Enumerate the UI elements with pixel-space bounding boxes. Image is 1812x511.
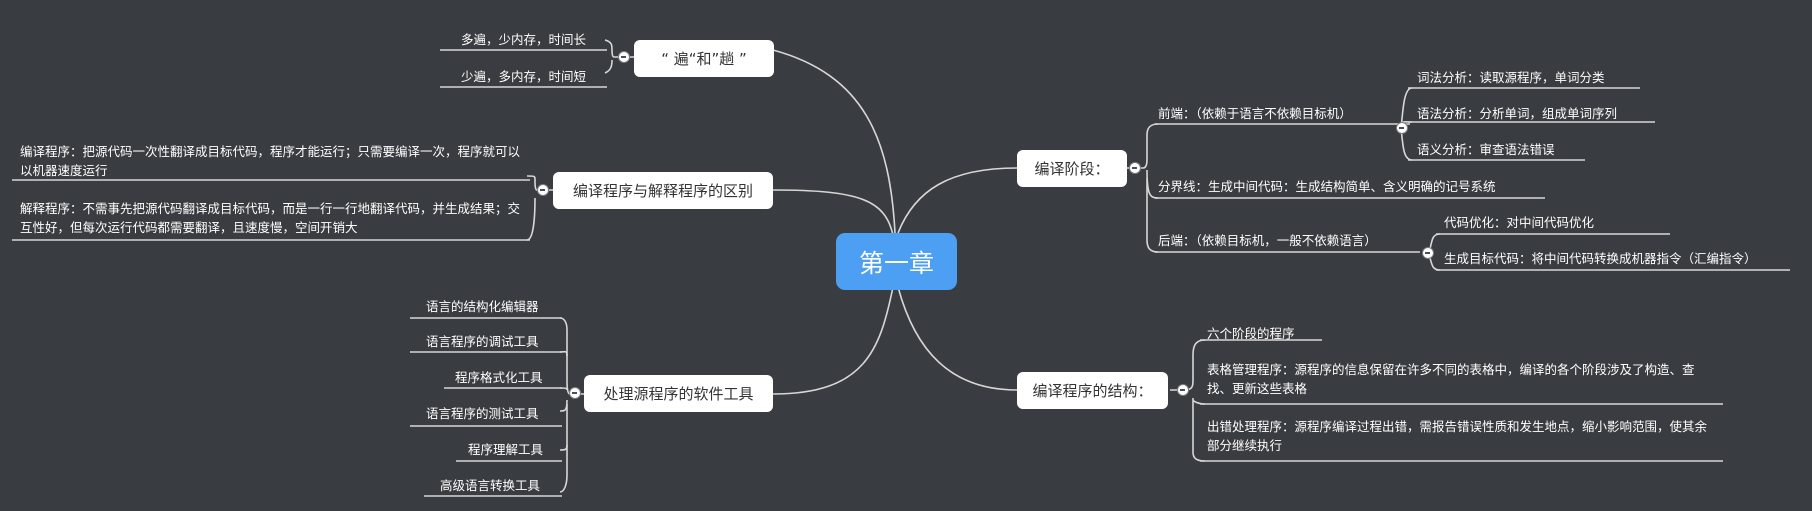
leaf-tool-2: 语言程序的调试工具 bbox=[426, 334, 539, 349]
collapse-toggle-icon[interactable] bbox=[1422, 247, 1434, 259]
leaf-table-management: 表格管理程序：源程序的信息保留在许多不同的表格中，编译的各个阶段涉及了构造、查找… bbox=[1207, 362, 1695, 396]
branch-compiler-structure[interactable]: 编译程序的结构： bbox=[1017, 372, 1168, 409]
leaf-lexical-analysis: 词法分析：读取源程序，单词分类 bbox=[1417, 70, 1605, 85]
leaf-error-handling: 出错处理程序：源程序编译过程出错，需报告错误性质和发生地点，缩小影响范围，使其余… bbox=[1207, 419, 1708, 453]
leaf-bian-tang-2: 少遍，多内存，时间短 bbox=[461, 69, 587, 84]
branch-software-tools[interactable]: 处理源程序的软件工具 bbox=[584, 375, 773, 412]
leaf-tool-6: 高级语言转换工具 bbox=[440, 478, 541, 493]
leaf-six-phases: 六个阶段的程序 bbox=[1207, 326, 1295, 341]
link-root-tools bbox=[772, 286, 894, 395]
leaf-tool-5: 程序理解工具 bbox=[468, 442, 544, 457]
leaf-backend: 后端：（依赖目标机，一般不依赖语言） bbox=[1158, 233, 1377, 248]
leaf-interpreter-definition: 解释程序：不需事先把源代码翻译成目标代码，而是一行一行地翻译代码，并生成结果；交… bbox=[20, 201, 521, 235]
branch-compile-phases[interactable]: 编译阶段： bbox=[1017, 150, 1127, 187]
collapse-toggle-icon[interactable] bbox=[1177, 384, 1189, 396]
leaf-semantic-analysis: 语义分析：审查语法错误 bbox=[1417, 142, 1555, 157]
leaf-boundary: 分界线：生成中间代码：生成结构简单、含义明确的记号系统 bbox=[1158, 179, 1496, 194]
leaf-frontend: 前端：（依赖于语言不依赖目标机） bbox=[1158, 106, 1352, 121]
link-root-phases bbox=[897, 167, 1018, 234]
link-root-bian bbox=[772, 49, 896, 234]
leaf-tool-1: 语言的结构化编辑器 bbox=[426, 299, 539, 314]
leaf-compiler-definition: 编译程序：把源代码一次性翻译成目标代码，程序才能运行；只需要编译一次，程序就可以… bbox=[20, 144, 521, 178]
root-node[interactable]: 第一章 bbox=[836, 233, 957, 290]
link-root-compiler bbox=[772, 189, 894, 236]
collapse-toggle-icon[interactable] bbox=[618, 51, 630, 63]
leaf-syntax-analysis: 语法分析：分析单词，组成单词序列 bbox=[1417, 106, 1618, 121]
leaf-target-code: 生成目标代码：将中间代码转换成机器指令（汇编指令） bbox=[1444, 251, 1757, 266]
collapse-toggle-icon[interactable] bbox=[537, 184, 549, 196]
link-root-structure bbox=[897, 286, 1018, 391]
leaf-code-optimization: 代码优化：对中间代码优化 bbox=[1444, 215, 1595, 230]
leaf-tool-3: 程序格式化工具 bbox=[455, 370, 543, 385]
leaf-tool-4: 语言程序的测试工具 bbox=[426, 406, 539, 421]
leaf-bian-tang-1: 多遍，少内存，时间长 bbox=[461, 32, 587, 47]
collapse-toggle-icon[interactable] bbox=[1396, 122, 1408, 134]
branch-bian-tang[interactable]: “ 遍“和”趟 ” bbox=[634, 40, 774, 77]
branch-compiler-vs-interpreter[interactable]: 编译程序与解释程序的区别 bbox=[553, 172, 773, 209]
collapse-toggle-icon[interactable] bbox=[569, 387, 581, 399]
collapse-toggle-icon[interactable] bbox=[1129, 162, 1141, 174]
